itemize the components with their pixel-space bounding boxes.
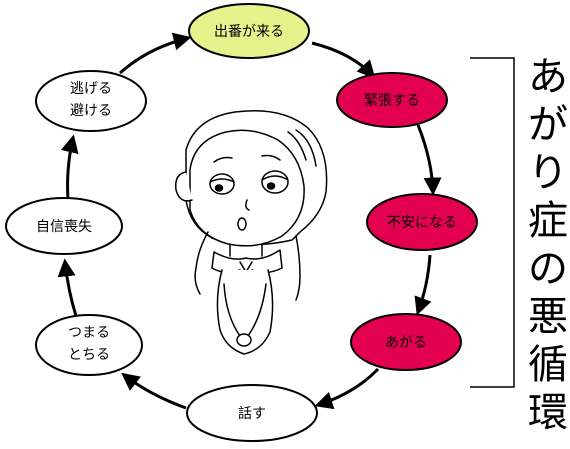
node-nigeru-shape	[35, 70, 147, 132]
character-mouth	[237, 217, 247, 231]
node-fuan: 不安になる	[366, 193, 478, 251]
node-hanasu-label: 話す	[238, 405, 266, 422]
character-hair-strands	[287, 131, 307, 161]
title-char: 症	[528, 198, 568, 244]
node-nigeru-label-2: 避ける	[70, 103, 112, 119]
arrow-nigeru-to-deban	[119, 32, 192, 75]
character-hair-side-left	[194, 231, 209, 295]
node-deban-label: 出番が来る	[214, 24, 284, 40]
character-pupil-right	[266, 182, 276, 190]
node-tsumaru: つまる とちる	[35, 314, 143, 376]
title-char: 循	[528, 342, 568, 388]
title-char: あ	[528, 54, 568, 100]
node-jishin-shape	[5, 197, 123, 255]
node-kincho-shape	[336, 72, 448, 128]
node-jishin-label: 自信喪失	[36, 219, 92, 235]
arrow-kincho-to-fuan	[416, 124, 442, 196]
arrow-hanasu-to-tsumaru	[121, 372, 187, 410]
character-neck	[229, 243, 263, 257]
arrow-agaru-to-hanasu	[314, 367, 380, 410]
node-jishin: 自信喪失	[5, 197, 123, 255]
node-hanasu: 話す	[186, 384, 318, 442]
character-arm-left	[223, 283, 241, 337]
node-nigeru-label-1: 逃げる	[70, 81, 112, 97]
character-face	[189, 129, 305, 247]
character-eyelid-right	[261, 175, 289, 181]
node-kincho-label: 緊張する	[364, 93, 420, 109]
vertical-title: あ が り 症 の 悪 循 環	[528, 54, 568, 436]
title-char: の	[528, 246, 568, 292]
bracket	[470, 57, 515, 388]
node-nigeru: 逃げる 避ける	[35, 70, 147, 132]
arrow-fuan-to-agaru	[414, 254, 432, 316]
character-body	[216, 269, 274, 355]
arrow-deban-to-kincho	[311, 41, 376, 79]
character-pupil-left	[214, 184, 224, 192]
character-brow-left	[213, 156, 233, 163]
character-ear	[174, 171, 193, 202]
node-fuan-shape	[366, 193, 478, 251]
node-fuan-label: 不安になる	[387, 215, 457, 231]
cycle-arrows	[57, 32, 442, 410]
node-agaru-shape	[350, 313, 462, 371]
node-tsumaru-label-2: とちる	[68, 347, 110, 363]
character-eye-left	[209, 173, 235, 195]
node-agaru: あがる	[350, 313, 462, 371]
node-kincho: 緊張する	[336, 72, 448, 128]
character-eye-right	[261, 170, 289, 194]
character-eyelid-left	[209, 178, 235, 183]
character-hair-strands	[295, 129, 317, 167]
node-deban-shape	[188, 3, 310, 59]
title-char: 悪	[528, 294, 568, 340]
arrow-tsumaru-to-jishin	[57, 258, 78, 317]
node-hanasu-shape	[186, 384, 318, 442]
node-agaru-label: あがる	[385, 335, 427, 351]
node-tsumaru-shape	[35, 314, 143, 376]
title-char: り	[528, 150, 568, 196]
title-char: が	[528, 102, 568, 148]
character-hands	[236, 333, 252, 347]
node-tsumaru-label-1: つまる	[68, 325, 110, 341]
character-brow-right	[261, 154, 281, 161]
arrow-jishin-to-nigeru	[60, 134, 79, 201]
title-char: 環	[528, 390, 568, 436]
character-arm-right	[247, 283, 267, 337]
nervous-character-illustration	[174, 109, 328, 355]
character-nose	[245, 199, 250, 211]
character-hair-side-right	[295, 235, 301, 301]
node-deban: 出番が来る	[188, 3, 310, 59]
